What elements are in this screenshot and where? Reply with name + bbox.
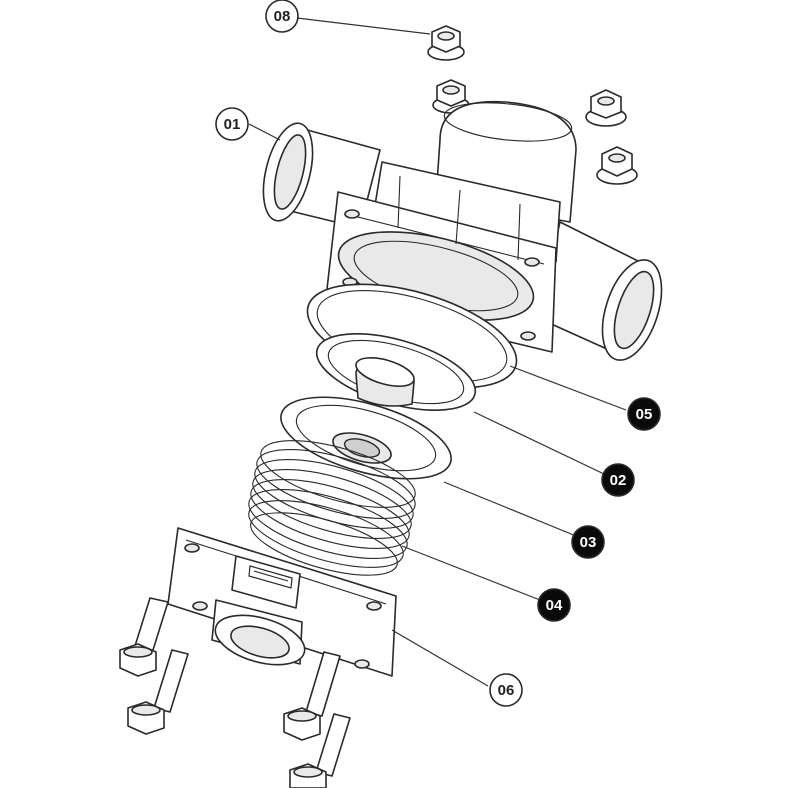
leader-02 <box>473 411 605 475</box>
callout-label-02: 02 <box>610 472 627 489</box>
flange-nut-body-right-upper <box>585 89 627 127</box>
coil-spring <box>248 440 416 576</box>
callout-label-01: 01 <box>224 116 241 133</box>
callout-06: 06 <box>489 673 523 707</box>
callout-label-03: 03 <box>580 534 597 551</box>
callout-circle-02 <box>601 463 635 497</box>
callout-circle-05 <box>627 397 661 431</box>
hex-screw-2 <box>127 649 189 735</box>
callout-01: 01 <box>215 107 249 141</box>
callout-circle-04 <box>537 588 571 622</box>
leader-05 <box>509 365 627 411</box>
flange-nut-top <box>427 25 465 61</box>
callout-circle-06 <box>489 673 523 707</box>
flange-nut-body-right-lower <box>596 146 638 185</box>
leader-04 <box>401 545 541 601</box>
leader-03 <box>443 481 577 537</box>
diaphragm <box>280 396 452 480</box>
callout-04: 04 <box>537 588 571 622</box>
callout-02: 02 <box>601 463 635 497</box>
piston-plate <box>315 333 477 411</box>
hex-screw-1 <box>119 597 169 677</box>
callout-label-04: 04 <box>546 597 563 614</box>
callout-05: 05 <box>627 397 661 431</box>
hex-screw-4 <box>289 713 351 788</box>
callout-03: 03 <box>571 525 605 559</box>
callout-label-08: 08 <box>274 8 291 25</box>
callout-label-05: 05 <box>636 406 653 423</box>
valve-body <box>262 100 663 361</box>
leader-06 <box>391 629 489 687</box>
bottom-cover <box>167 527 397 677</box>
leader-01 <box>248 123 281 141</box>
callout-label-06: 06 <box>498 682 515 699</box>
callout-circle-01 <box>215 107 249 141</box>
callout-circle-03 <box>571 525 605 559</box>
callout-08: 08 <box>265 0 299 33</box>
callout-circle-08 <box>265 0 299 33</box>
leader-08 <box>296 17 431 35</box>
hex-screw-3 <box>283 651 341 741</box>
